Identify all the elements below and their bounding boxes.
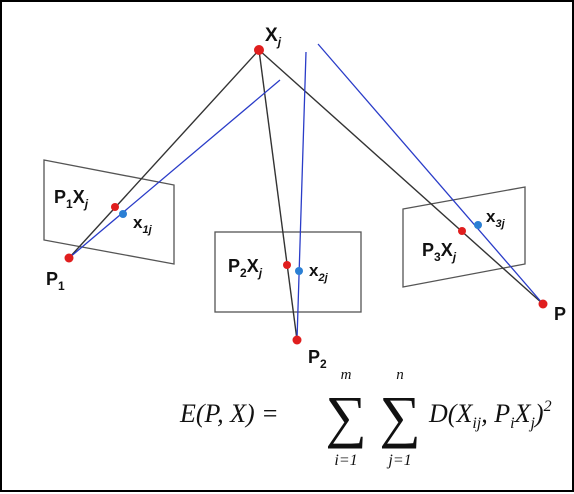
camera-center-2 — [292, 335, 302, 345]
equation-rhs: D(Xij, PiXj)2 — [428, 398, 552, 432]
observation-ray-2 — [296, 51, 307, 341]
camera-1-label: P1 — [46, 269, 65, 293]
projected-point-3 — [458, 227, 466, 235]
sum-1-lower-limit: i=1 — [334, 452, 357, 469]
sum-2-upper-limit: n — [396, 367, 404, 383]
equation-lhs: E(P, X) = — [179, 399, 279, 428]
reprojection-error-equation: E(P, X) = m ∑ i=1 n ∑ j=1 D(Xij, PiXj)2 — [179, 367, 552, 469]
camera-center-1 — [64, 253, 74, 263]
projected-point-2 — [283, 261, 291, 269]
world-point-label: Xj — [265, 25, 282, 49]
observation-3-label: x3j — [486, 207, 506, 230]
sum-2-sigma: ∑ — [379, 384, 420, 449]
observed-point-2 — [295, 267, 303, 275]
image-plane-3 — [402, 186, 526, 288]
observation-2-label: x2j — [309, 261, 329, 284]
camera-center-3 — [538, 299, 548, 309]
observed-point-1 — [119, 210, 127, 218]
observation-ray-1 — [68, 79, 281, 259]
projection-1-label: P1Xj — [54, 187, 89, 211]
observed-point-3 — [474, 221, 482, 229]
camera-3-label: P — [554, 304, 566, 324]
ray-world-to-camera-3 — [258, 49, 544, 305]
observation-1-label: x1j — [133, 213, 153, 236]
world-point — [254, 45, 264, 55]
projection-2-label: P2Xj — [228, 256, 263, 280]
camera-2-label: P2 — [308, 347, 327, 371]
projection-3-label: P3Xj — [422, 240, 457, 264]
sum-2-lower-limit: j=1 — [386, 452, 411, 469]
observation-ray-3 — [317, 43, 544, 305]
sum-1-upper-limit: m — [341, 367, 352, 383]
image-plane-1 — [43, 159, 175, 265]
projected-point-1 — [111, 203, 119, 211]
ray-world-to-camera-1 — [68, 49, 260, 259]
sum-1-sigma: ∑ — [325, 384, 366, 449]
ray-world-to-camera-2 — [258, 49, 298, 341]
